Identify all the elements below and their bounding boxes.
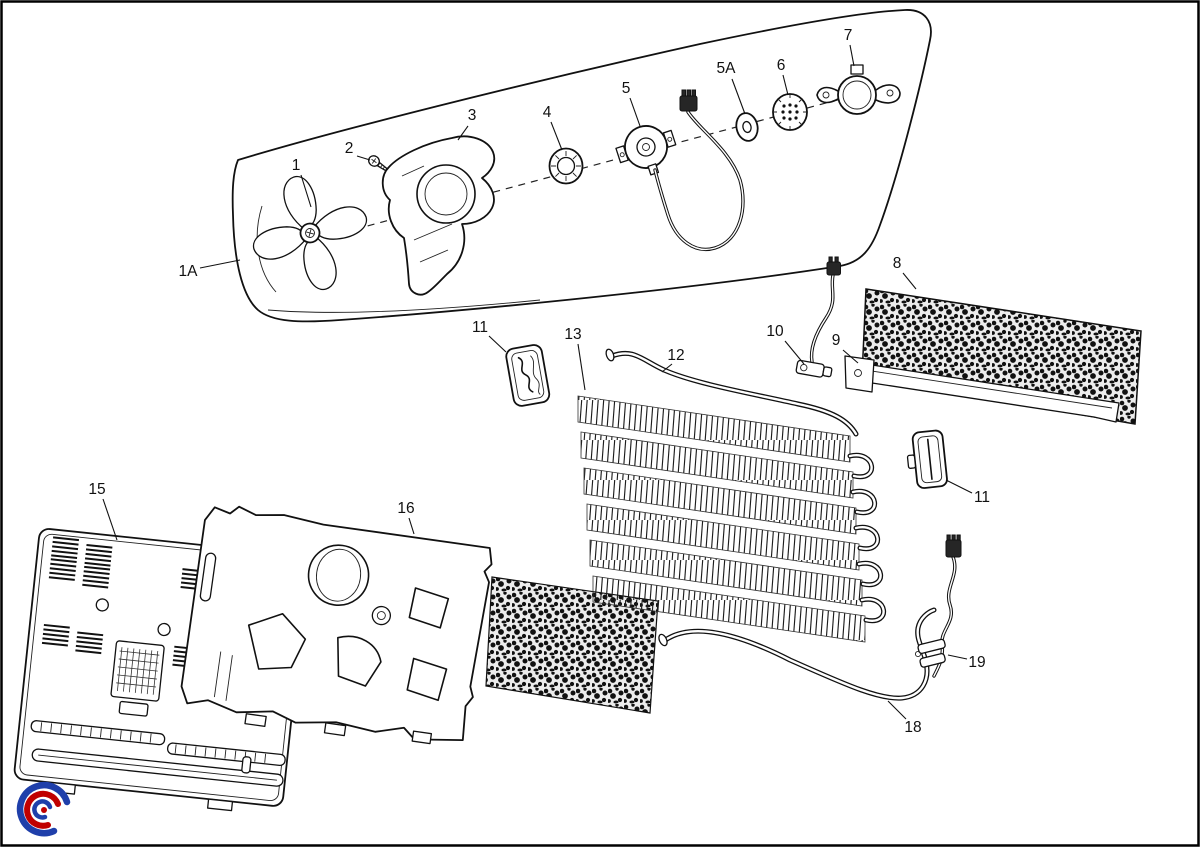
refrigerant-tube: [658, 607, 937, 701]
air-duct-panel: [180, 505, 493, 745]
part-label-air-duct-panel: 16: [397, 500, 414, 517]
motor-wire-connector: [679, 89, 698, 112]
inlet-tube: [605, 348, 859, 437]
leader-line-support-clip-right: [945, 479, 973, 494]
part-label-fan-blade: 1: [292, 157, 301, 174]
support-clip-left: [505, 344, 551, 407]
fan-bracket: [381, 135, 496, 296]
part-label-evaporator-coil: 13: [564, 326, 581, 343]
leader-line-fan-shroud-panel: [199, 259, 241, 269]
leader-line-wire-clamp: [849, 44, 855, 67]
heater-harness: [914, 534, 962, 678]
part-label-drain-tray: 9: [832, 332, 841, 349]
part-label-wire-clamp: 7: [844, 27, 853, 44]
motor-grommet: [548, 147, 584, 185]
control-grille: [110, 640, 165, 717]
part-label-heater-harness: 19: [968, 654, 985, 671]
part-label-support-clip-left: 11: [472, 319, 488, 336]
temperature-sensor: [795, 256, 841, 378]
fan-blade: [252, 175, 368, 291]
leader-line-inlet-tube: [661, 363, 673, 373]
leader-line-support-clip-left: [488, 335, 507, 353]
part-label-inlet-tube: 12: [667, 347, 684, 364]
leader-line-mounting-screw: [356, 155, 371, 161]
evaporator-coil: [577, 395, 886, 643]
publisher-swirl-logo: [16, 781, 71, 837]
part-label-fan-bracket: 3: [468, 107, 477, 124]
part-label-washer: 5A: [717, 60, 737, 77]
leader-line-evaporator-coil: [577, 343, 586, 391]
part-label-temperature-sensor: 10: [766, 323, 784, 340]
leader-line-front-cover-panel: [102, 498, 118, 541]
sensor-connector: [826, 256, 841, 276]
leader-line-insulation-panel: [902, 272, 917, 290]
part-label-fan-motor: 5: [622, 80, 631, 97]
leader-line-fan-bracket: [457, 125, 469, 141]
part-label-refrigerant-tube: 18: [904, 719, 921, 736]
leader-line-fan-motor: [629, 97, 641, 127]
leader-line-motor-end-cap: [782, 74, 789, 96]
motor-end-cap: [772, 93, 808, 131]
leader-line-temperature-sensor: [784, 340, 805, 365]
leader-line-refrigerant-tube: [887, 700, 907, 720]
part-label-support-clip-right: 11: [974, 489, 990, 506]
wire-clamp: [816, 64, 901, 115]
fan-motor: [615, 89, 745, 251]
leader-line-washer: [731, 78, 746, 115]
part-label-front-cover-panel: 15: [88, 481, 105, 498]
leader-line-air-duct-panel: [408, 517, 415, 535]
leader-line-drain-tray: [842, 349, 859, 364]
leader-line-motor-grommet: [550, 121, 563, 151]
part-label-motor-end-cap: 6: [777, 57, 786, 74]
support-clip-right: [906, 429, 948, 489]
part-label-insulation-panel: 8: [893, 255, 902, 272]
part-label-motor-grommet: 4: [543, 104, 552, 121]
leader-line-heater-harness: [947, 654, 968, 660]
bottom-vents: [30, 720, 286, 787]
part-label-fan-shroud-panel: 1A: [179, 263, 199, 280]
leader-line-fan-blade: [300, 174, 312, 208]
part-label-mounting-screw: 2: [345, 140, 354, 157]
drain-tray: [844, 355, 1120, 423]
insulation-panel: [861, 288, 1142, 425]
washer: [735, 112, 759, 142]
harness-connector: [945, 534, 962, 558]
